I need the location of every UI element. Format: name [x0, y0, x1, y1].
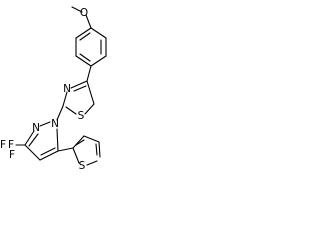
chemical-structure: O N S N N S F F F: [0, 6, 107, 172]
pyrazole-ring: [24, 121, 59, 161]
thiazole-sulfur-label: S: [78, 110, 85, 122]
pyrazole-n1-label: N: [51, 118, 59, 130]
trifluoromethyl-f3-label: F: [9, 149, 15, 161]
methoxy-group: [71, 6, 92, 29]
trifluoromethyl-f1-label: F: [8, 139, 14, 151]
thiophene-sulfur-label: S: [79, 160, 86, 172]
benzene-ring: [75, 27, 107, 67]
methoxy-oxygen-label: O: [80, 7, 88, 19]
aryl-thiazole-bond: [86, 65, 92, 82]
thiazole-pyrazole-bond: [56, 105, 64, 121]
thiophene-ring: [72, 135, 101, 166]
thiazole-ring: [62, 80, 95, 115]
trifluoromethyl-f2-label: F: [0, 139, 6, 151]
thiazole-nitrogen-label: N: [63, 83, 71, 95]
pyrazole-n2-label: N: [32, 122, 40, 134]
pyrazole-thiophene-bond: [57, 147, 74, 152]
